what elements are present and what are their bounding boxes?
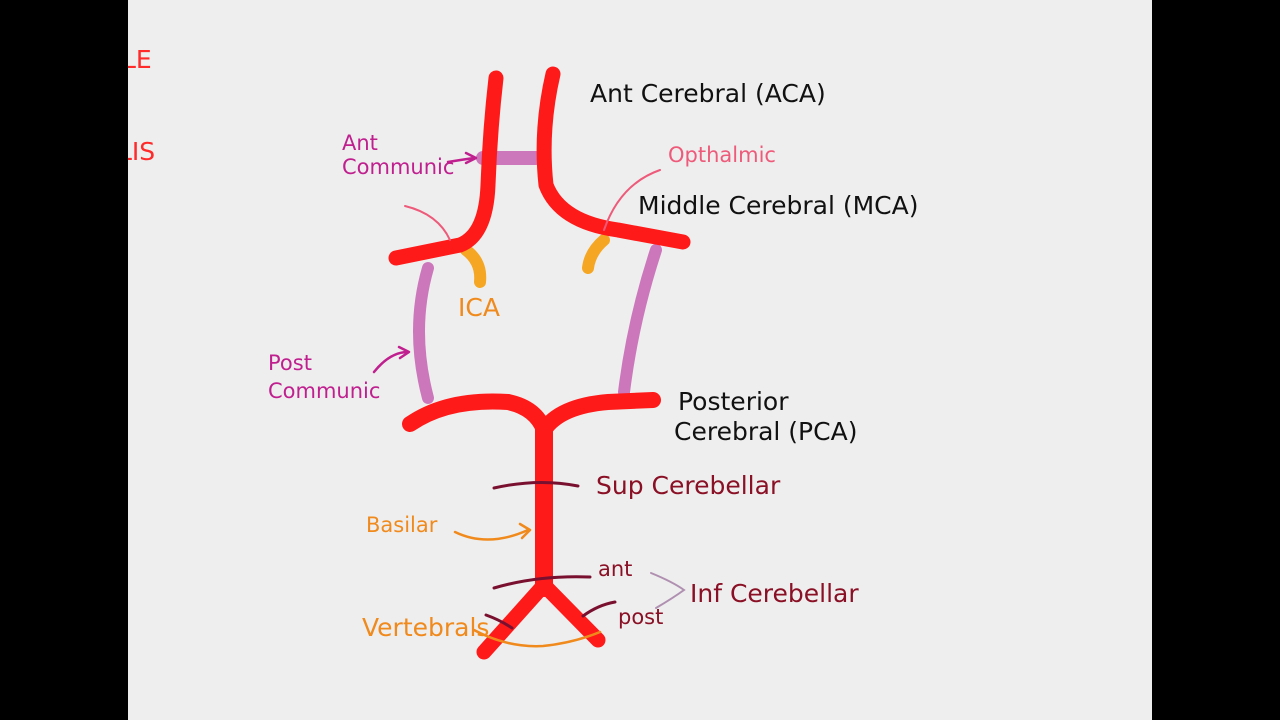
inf-cerebellar-bracket (650, 572, 686, 609)
label-ant-communic-line2: Communic (342, 155, 454, 179)
basilar-arrow (453, 522, 532, 541)
sup-cerebellar-branch (492, 480, 580, 490)
post-communicating-artery-right (618, 244, 662, 398)
ica-pointer-line (404, 205, 451, 241)
aca-mca-left (388, 70, 504, 266)
title-fragment-2: LIS (128, 137, 155, 166)
post-inf-cerebellar-branch-right (581, 600, 617, 618)
label-mca: Middle Cerebral (MCA) (638, 191, 918, 220)
post-inf-cerebellar-branch-left (484, 613, 514, 630)
circle-of-willis-diagram: LE LIS Ant Cerebral (ACA) Ant Communic O… (128, 45, 918, 660)
vertebral-artery-right (536, 577, 606, 648)
label-basilar: Basilar (366, 513, 438, 537)
title-fragment-1: LE (128, 45, 152, 74)
label-ant: ant (598, 557, 632, 581)
label-inf-cerebellar: Inf Cerebellar (690, 579, 859, 608)
post-communicating-artery-left (413, 262, 434, 404)
aca-mca-right (536, 66, 691, 250)
label-aca: Ant Cerebral (ACA) (590, 79, 826, 108)
label-vertebrals: Vertebrals (362, 613, 489, 642)
vertebral-artery-left (476, 577, 552, 660)
pca-left (402, 393, 552, 438)
pca-right (536, 392, 661, 438)
vertebrals-bracket (472, 628, 602, 648)
label-post-communic-line1: Post (268, 351, 312, 375)
label-post-communic-line2: Communic (268, 379, 380, 403)
ica-left (460, 244, 487, 288)
ant-communic-arrow (446, 151, 478, 165)
label-opthalmic: Opthalmic (668, 143, 776, 167)
ica-right (582, 234, 610, 274)
label-pca-line1: Posterior (678, 387, 789, 416)
whiteboard: LE LIS Ant Cerebral (ACA) Ant Communic O… (128, 0, 1152, 720)
label-post: post (618, 605, 663, 629)
post-communic-arrow (372, 345, 411, 374)
label-ant-communic-line1: Ant (342, 131, 378, 155)
label-sup-cerebellar: Sup Cerebellar (596, 471, 781, 500)
label-pca-line2: Cerebral (PCA) (674, 417, 857, 446)
opthalmic-pointer-line (603, 169, 661, 231)
ant-inf-cerebellar-branch (492, 575, 592, 590)
label-ica: ICA (458, 293, 500, 322)
